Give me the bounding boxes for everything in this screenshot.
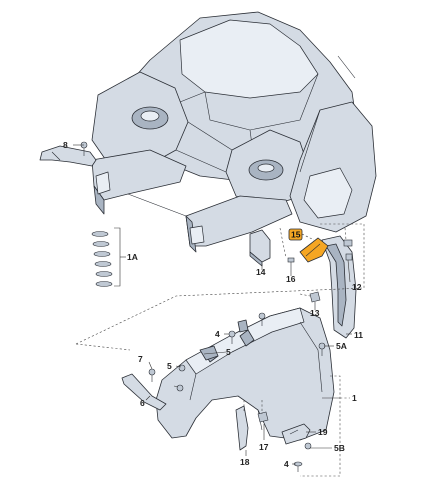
callout-11: 11 — [354, 330, 363, 340]
callout-4-lower: 4 — [284, 459, 289, 469]
part-19-bracket — [281, 423, 311, 445]
callout-5A: 5A — [336, 341, 347, 351]
part-15-bracket-highlighted — [299, 237, 329, 263]
callout-labels: 15 8 1A 14 16 12 13 11 4 5 7 5 6 5A 1 19… — [63, 140, 363, 469]
callout-15-highlight — [288, 228, 303, 241]
callout-13: 13 — [310, 308, 320, 318]
body-shell — [91, 11, 377, 253]
wheel-arch-liner — [321, 235, 357, 339]
fasteners-right — [293, 342, 326, 472]
part-12-clip — [343, 239, 353, 261]
part-17-clip — [257, 411, 269, 423]
part-6-strip — [121, 373, 167, 411]
callout-18: 18 — [240, 457, 250, 467]
assembly-guide-lines — [75, 223, 365, 477]
callout-5-upper: 5 — [226, 347, 231, 357]
callout-7: 7 — [138, 354, 143, 364]
callout-12: 12 — [352, 282, 362, 292]
part-14-bracket — [249, 229, 271, 267]
callout-14: 14 — [256, 267, 266, 277]
callout-16: 16 — [286, 274, 296, 284]
part-1A-clip-set — [91, 227, 126, 287]
callout-8: 8 — [63, 140, 68, 150]
part-8-bracket — [39, 141, 97, 167]
callout-6: 6 — [140, 398, 145, 408]
part-18-trim — [235, 405, 249, 451]
callout-5-lower: 5 — [167, 361, 172, 371]
callout-5B: 5B — [334, 443, 345, 453]
callout-17: 17 — [259, 442, 269, 452]
callout-1A: 1A — [127, 252, 138, 262]
part-13-clip — [309, 291, 321, 308]
callout-19: 19 — [318, 427, 328, 437]
callout-1: 1 — [352, 393, 357, 403]
callout-4: 4 — [215, 329, 220, 339]
part-16-bolt — [287, 257, 295, 272]
callout-15: 15 — [291, 230, 301, 240]
leader-lines — [73, 144, 352, 465]
